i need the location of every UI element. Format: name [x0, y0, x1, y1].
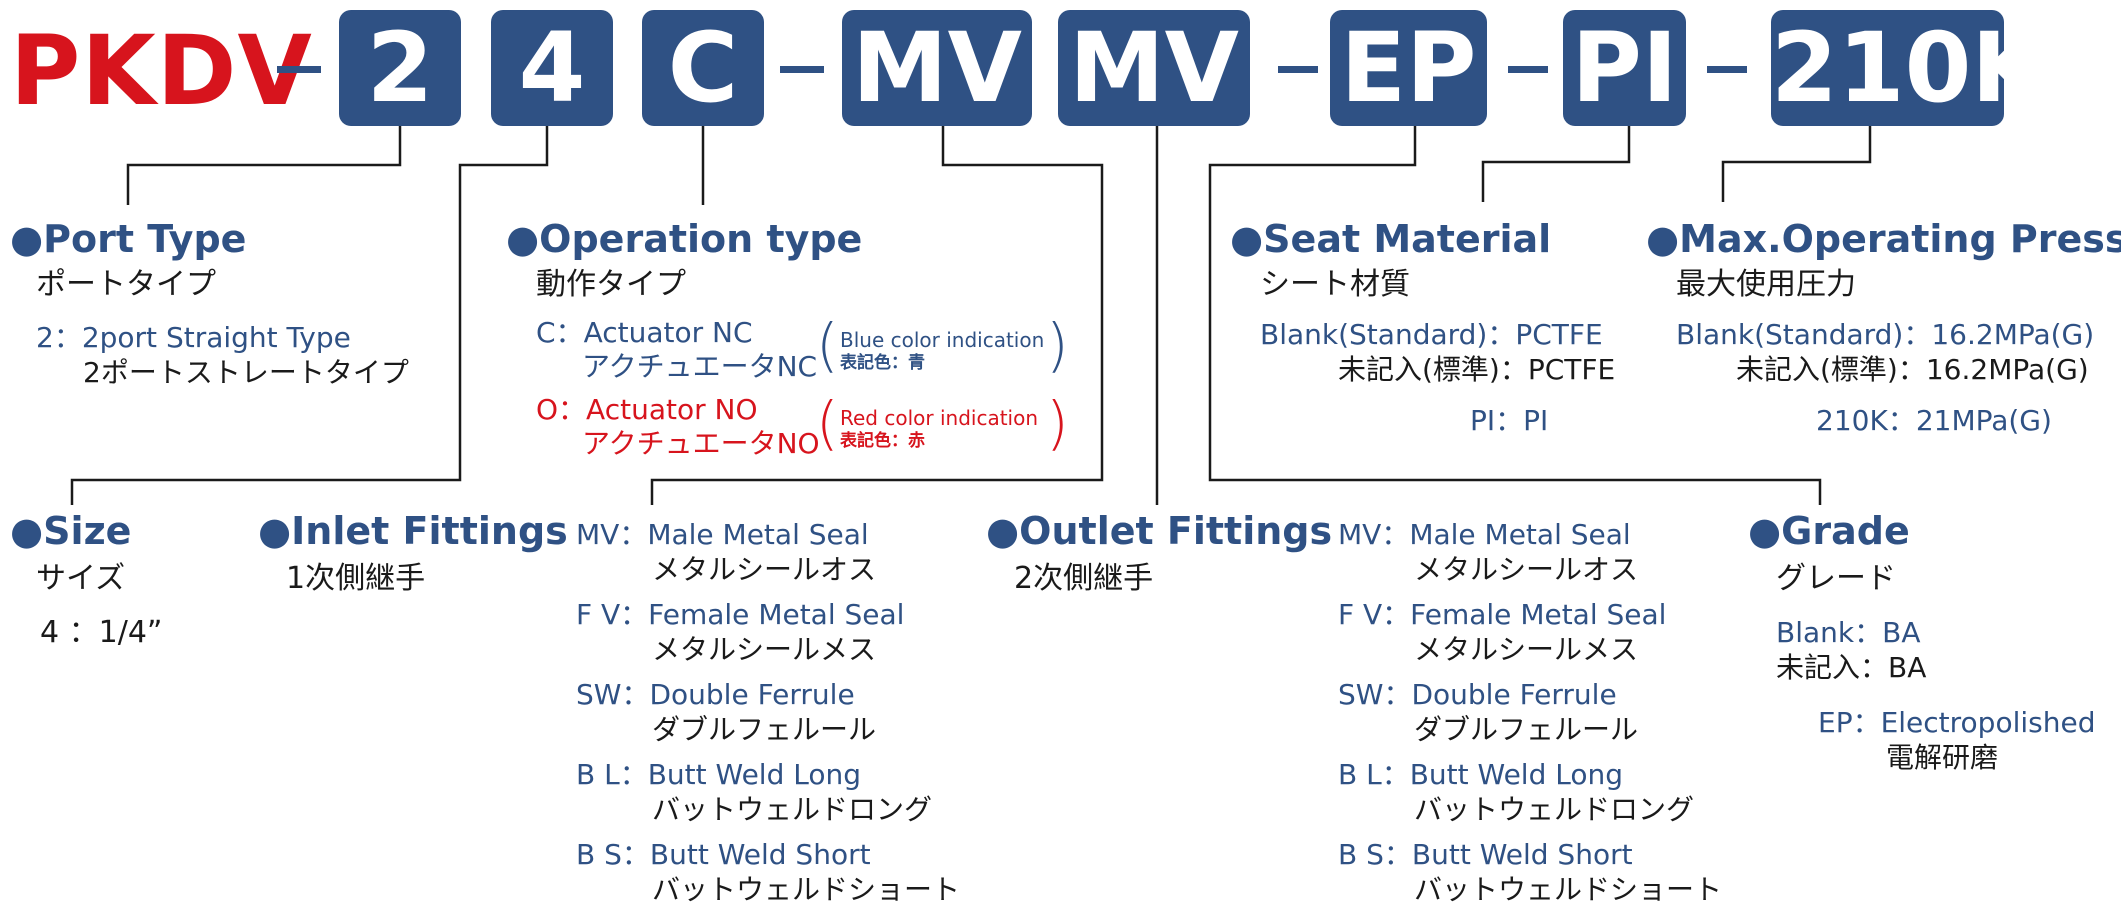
nc-indication-jp: 表記色：青 — [840, 353, 925, 373]
size-subtitle: サイズ — [36, 561, 126, 596]
port-type-option: 2：2port Straight Type — [36, 321, 351, 354]
inlet-option-mv: MV：Male Metal Seal — [576, 518, 869, 551]
code-segment-seat: PI — [1563, 10, 1686, 126]
inlet-fittings-subtitle: 1次側継手 — [286, 561, 426, 596]
seat-material-subtitle: シート材質 — [1260, 267, 1410, 302]
connector-inlet — [650, 126, 1104, 505]
inlet-option-bs-jp: バットウェルドショート — [652, 873, 961, 906]
size-option: 4 ：1/4” — [40, 615, 163, 650]
operation-option-no-jp: アクチュエータNO — [582, 427, 820, 460]
pressure-option-210k: 210K：21MPa(G) — [1816, 404, 2052, 437]
no-indication-jp: 表記色：赤 — [840, 431, 925, 451]
operation-type-subtitle: 動作タイプ — [536, 267, 686, 302]
no-indication-en: Red color indication — [840, 406, 1039, 430]
seat-option-pi: PI：PI — [1470, 404, 1549, 437]
outlet-fittings-title: ●Outlet Fittings — [986, 509, 1333, 553]
outlet-option-fv-jp: メタルシールメス — [1414, 633, 1639, 666]
code-dash — [1278, 66, 1318, 73]
inlet-option-sw: SW：Double Ferrule — [576, 678, 855, 711]
inlet-option-bl-jp: バットウェルドロング — [652, 793, 933, 826]
code-dash — [1508, 66, 1548, 73]
size-title: ●Size — [10, 509, 132, 553]
grade-option-blank: Blank：BA — [1776, 616, 1921, 649]
outlet-option-sw: SW：Double Ferrule — [1338, 678, 1617, 711]
outlet-option-bl: B L：Butt Weld Long — [1338, 758, 1624, 791]
inlet-option-sw-jp: ダブルフェルール — [652, 713, 877, 746]
code-dash — [780, 66, 824, 73]
connector-port-type — [126, 126, 402, 205]
code-dash — [277, 66, 321, 73]
outlet-option-mv-jp: メタルシールオス — [1414, 553, 1639, 586]
code-segment-grade: EP — [1330, 10, 1487, 126]
port-type-subtitle: ポートタイプ — [36, 267, 216, 302]
connector-grade — [1208, 126, 1822, 505]
operation-type-title: ●Operation type — [506, 217, 863, 261]
outlet-option-bl-jp: バットウェルドロング — [1414, 793, 1695, 826]
code-prefix: PKDV — [10, 15, 313, 127]
max-pressure-title: ●Max.Operating Press. — [1646, 217, 2121, 261]
operation-option-no: O：Actuator NO — [536, 393, 758, 426]
grade-subtitle: グレード — [1776, 561, 1896, 596]
code-segment-outlet: MV — [1058, 10, 1250, 126]
seat-material-title: ●Seat Material — [1230, 217, 1552, 261]
code-segment-size: 4 — [491, 10, 613, 126]
paren-open: ( — [816, 311, 839, 379]
code-segment-pressure: 210K — [1771, 10, 2046, 126]
outlet-option-mv: MV：Male Metal Seal — [1338, 518, 1631, 551]
inlet-fittings-title: ●Inlet Fittings — [258, 509, 568, 553]
inlet-option-fv-jp: メタルシールメス — [652, 633, 877, 666]
inlet-option-mv-jp: メタルシールオス — [652, 553, 877, 586]
outlet-option-bs: B S：Butt Weld Short — [1338, 838, 1633, 871]
nc-indication-en: Blue color indication — [840, 328, 1045, 352]
paren-close: ) — [1046, 311, 1069, 379]
inlet-option-fv: F V：Female Metal Seal — [576, 598, 905, 631]
outlet-fittings-subtitle: 2次側継手 — [1014, 561, 1154, 596]
connector-size — [70, 126, 549, 505]
grade-option-ep: EP：Electropolished — [1818, 706, 2096, 739]
outlet-option-sw-jp: ダブルフェルール — [1414, 713, 1639, 746]
paren-close: ) — [1046, 389, 1069, 457]
outlet-option-fv: F V：Female Metal Seal — [1338, 598, 1667, 631]
operation-option-nc: C：Actuator NC — [536, 316, 753, 349]
connector-max-pressure — [1721, 126, 1872, 202]
grade-option-blank-jp: 未記入：BA — [1776, 651, 1927, 684]
operation-option-nc-jp: アクチュエータNC — [582, 350, 818, 383]
inlet-option-bs: B S：Butt Weld Short — [576, 838, 871, 871]
max-pressure-subtitle: 最大使用圧力 — [1676, 267, 1856, 302]
paren-open: ( — [816, 389, 839, 457]
seat-option-blank-jp: 未記入(標準)：PCTFE — [1338, 353, 1616, 386]
connector-seat-material — [1481, 126, 1631, 202]
inlet-option-bl: B L：Butt Weld Long — [576, 758, 862, 791]
grade-option-ep-jp: 電解研磨 — [1886, 741, 1999, 774]
port-type-title: ●Port Type — [10, 217, 247, 261]
code-segment-inlet: MV — [842, 10, 1032, 126]
pressure-option-blank-jp: 未記入(標準)：16.2MPa(G) — [1736, 353, 2089, 386]
outlet-option-bs-jp: バットウェルドショート — [1414, 873, 1723, 906]
pressure-option-blank: Blank(Standard)：16.2MPa(G) — [1676, 318, 2095, 351]
grade-title: ●Grade — [1748, 509, 1910, 553]
seat-option-blank: Blank(Standard)：PCTFE — [1260, 318, 1603, 351]
port-type-option-jp: 2ポートストレートタイプ — [83, 356, 409, 389]
code-segment-operation: C — [642, 10, 764, 126]
code-segment-port: 2 — [339, 10, 461, 126]
code-dash — [1707, 66, 1747, 73]
